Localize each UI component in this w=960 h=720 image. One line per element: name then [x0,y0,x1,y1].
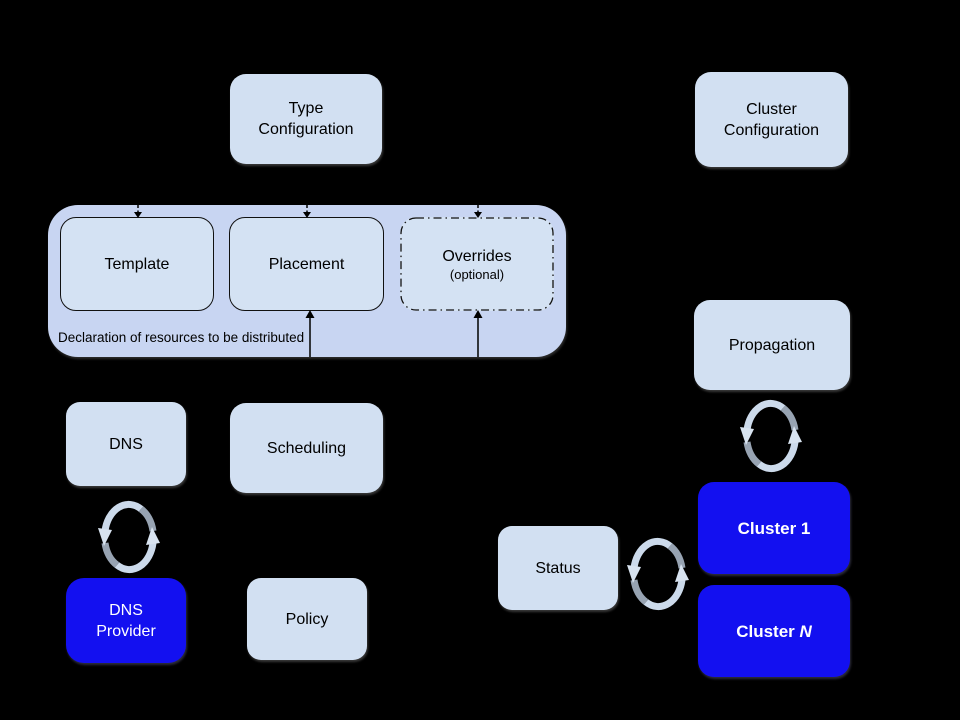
policy-label: Policy [285,610,329,628]
cluster-configuration-label-line2: Configuration [723,121,820,139]
propagation-box: Propagation [694,300,850,390]
policy-box: Policy [247,578,367,660]
type-configuration-label-line2: Configuration [258,121,354,138]
type-configuration-label-line1: Type [288,100,324,117]
scheduling-label: Scheduling [266,439,347,457]
status-label: Status [535,559,581,577]
dns-provider-box: DNS Provider [66,578,186,663]
type-configuration-box: Type Configuration [230,74,382,164]
template-label: Template [104,255,170,273]
sync-icon [739,396,803,476]
template-box: Template [60,217,214,311]
cluster-configuration-label-line1: Cluster [746,100,797,118]
cluster-1-box: Cluster 1 [698,482,850,574]
dns-label: DNS [109,435,143,453]
declaration-caption: Declaration of resources to be distribut… [58,330,305,345]
dns-provider-label-line1: DNS [109,601,143,619]
propagation-label: Propagation [728,336,816,354]
cluster-n-box: Cluster N [698,585,850,677]
placement-box: Placement [229,217,384,311]
cluster-configuration-box: Cluster Configuration [695,72,848,167]
cluster-1-label: Cluster 1 [737,518,811,538]
dns-box: DNS [66,402,186,486]
down-arrow-into-template [134,204,142,218]
up-arrow-into-placement [305,310,315,357]
cluster-n-label-prefix: Cluster [736,621,800,641]
overrides-box: Overrides (optional) [400,217,554,311]
scheduling-box: Scheduling [230,403,383,493]
cluster-n-label-suffix: N [799,621,812,641]
sync-icon [97,497,161,577]
up-arrow-into-overrides [473,310,483,357]
sync-icon [626,534,690,614]
overrides-label: Overrides [442,247,512,265]
down-arrow-into-overrides [474,204,482,218]
placement-label: Placement [268,255,345,273]
cluster-n-label: Cluster N [736,621,812,642]
dns-provider-label-line2: Provider [96,622,156,640]
down-arrow-into-placement [303,204,311,218]
status-box: Status [498,526,618,610]
overrides-sublabel: (optional) [449,266,505,282]
